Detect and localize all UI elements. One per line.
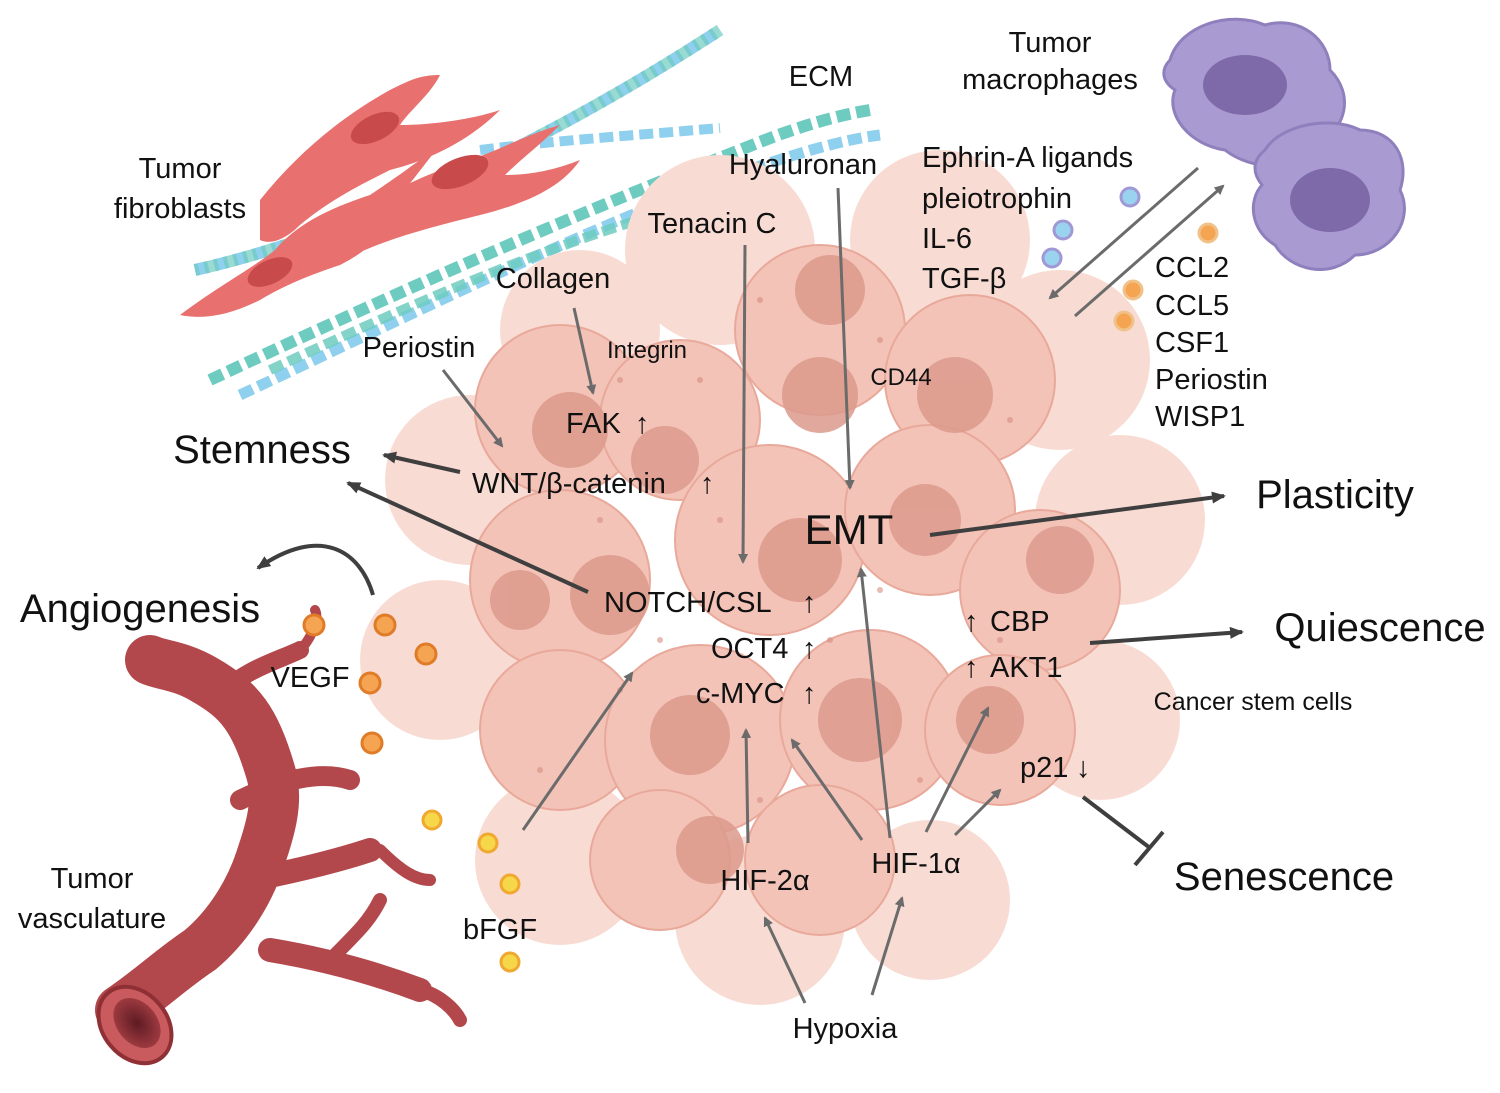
fibroblast-nucleus-icon — [350, 111, 400, 145]
integrin-label: Integrin — [607, 337, 687, 364]
emt-label: EMT — [805, 506, 894, 553]
cmyc-up-arrow-icon: ↑ — [802, 678, 817, 710]
macrophage-secreted-dots — [1113, 222, 1219, 332]
macrophage-secreted-item-periostin: Periostin — [1155, 364, 1268, 396]
fak-label: FAK — [566, 408, 621, 440]
fibroblast-nucleus-icon — [247, 257, 293, 287]
fibroblast-nucleus-icon — [431, 154, 489, 190]
macrophage-nucleus-icon — [1203, 55, 1287, 115]
hyaluronan-label: Hyaluronan — [729, 149, 877, 181]
ecm-label: ECM — [789, 61, 853, 93]
tumor-fibroblasts — [180, 75, 580, 317]
akt1-label: AKT1 — [990, 652, 1063, 684]
notch-label: NOTCH/CSL — [604, 587, 772, 619]
signaling-arrows — [441, 166, 1225, 1004]
macrophage-secreted-item-ccl2: CCL2 — [1155, 252, 1229, 284]
cmyc-label: c-MYC — [696, 678, 785, 710]
tumor-secreted-dots — [1041, 186, 1141, 269]
tenacin-c-label: Tenacin C — [648, 208, 777, 240]
cbp-up-arrow-icon: ↑ — [964, 606, 979, 638]
angiogenesis-label: Angiogenesis — [20, 587, 260, 631]
tumor-vasculature — [95, 605, 467, 1066]
hif1a-label: HIF-1α — [871, 848, 960, 880]
hif2a-label: HIF-2α — [720, 865, 809, 897]
tumor-vasculature-label-line2: vasculature — [18, 903, 166, 935]
macrophage-nucleus-icon — [1290, 168, 1370, 232]
notch-up-arrow-icon: ↑ — [802, 587, 817, 619]
vegf-dots — [302, 613, 438, 755]
wnt-label: WNT/β-catenin — [472, 468, 666, 500]
macrophage-secreted-item-csf1: CSF1 — [1155, 327, 1229, 359]
p21-label: p21 — [1020, 752, 1068, 784]
macrophage-secreted-item-ccl5: CCL5 — [1155, 290, 1229, 322]
macrophage-secreted-item-wisp1: WISP1 — [1155, 401, 1245, 433]
cancer-stem-cells-label: Cancer stem cells — [1154, 688, 1353, 716]
periostin-label: Periostin — [363, 332, 476, 364]
macrophage-received-item-ephrin: Ephrin-A ligands — [922, 142, 1133, 174]
tumor-fibroblasts-label-line1: Tumor — [139, 153, 222, 185]
vegf-label: VEGF — [271, 662, 350, 694]
macrophage-received-item-tgfb: TGF-β — [922, 263, 1006, 295]
collagen-label: Collagen — [496, 263, 610, 295]
outcome-arrows — [256, 451, 1244, 867]
plasticity-label: Plasticity — [1256, 473, 1414, 517]
macrophage-received-item-pleiotrophin: pleiotrophin — [922, 183, 1072, 215]
macrophage-received-item-il6: IL-6 — [922, 223, 972, 255]
inhibition-bar-icon — [1133, 830, 1165, 867]
cd44-label: CD44 — [870, 364, 931, 391]
oct4-up-arrow-icon: ↑ — [802, 633, 817, 665]
akt1-up-arrow-icon: ↑ — [964, 652, 979, 684]
p21-down-arrow-icon: ↓ — [1076, 752, 1091, 784]
bfgf-dots — [421, 809, 521, 973]
tumor-macrophages — [1162, 17, 1406, 271]
oct4-label: OCT4 — [711, 633, 788, 665]
tumor-macrophages-label-line1: Tumor — [1009, 27, 1092, 59]
fak-up-arrow-icon: ↑ — [635, 408, 650, 440]
stemness-label: Stemness — [173, 428, 351, 472]
hypoxia-label: Hypoxia — [793, 1013, 899, 1045]
quiescence-label: Quiescence — [1274, 606, 1485, 650]
cbp-label: CBP — [990, 606, 1050, 638]
tumor-macrophages-label-line2: macrophages — [962, 64, 1138, 96]
tumor-fibroblasts-label-line2: fibroblasts — [114, 193, 246, 225]
wnt-up-arrow-icon: ↑ — [700, 468, 715, 500]
senescence-label: Senescence — [1174, 855, 1394, 899]
tumor-vasculature-label-line1: Tumor — [51, 863, 134, 895]
bfgf-label: bFGF — [463, 914, 537, 946]
